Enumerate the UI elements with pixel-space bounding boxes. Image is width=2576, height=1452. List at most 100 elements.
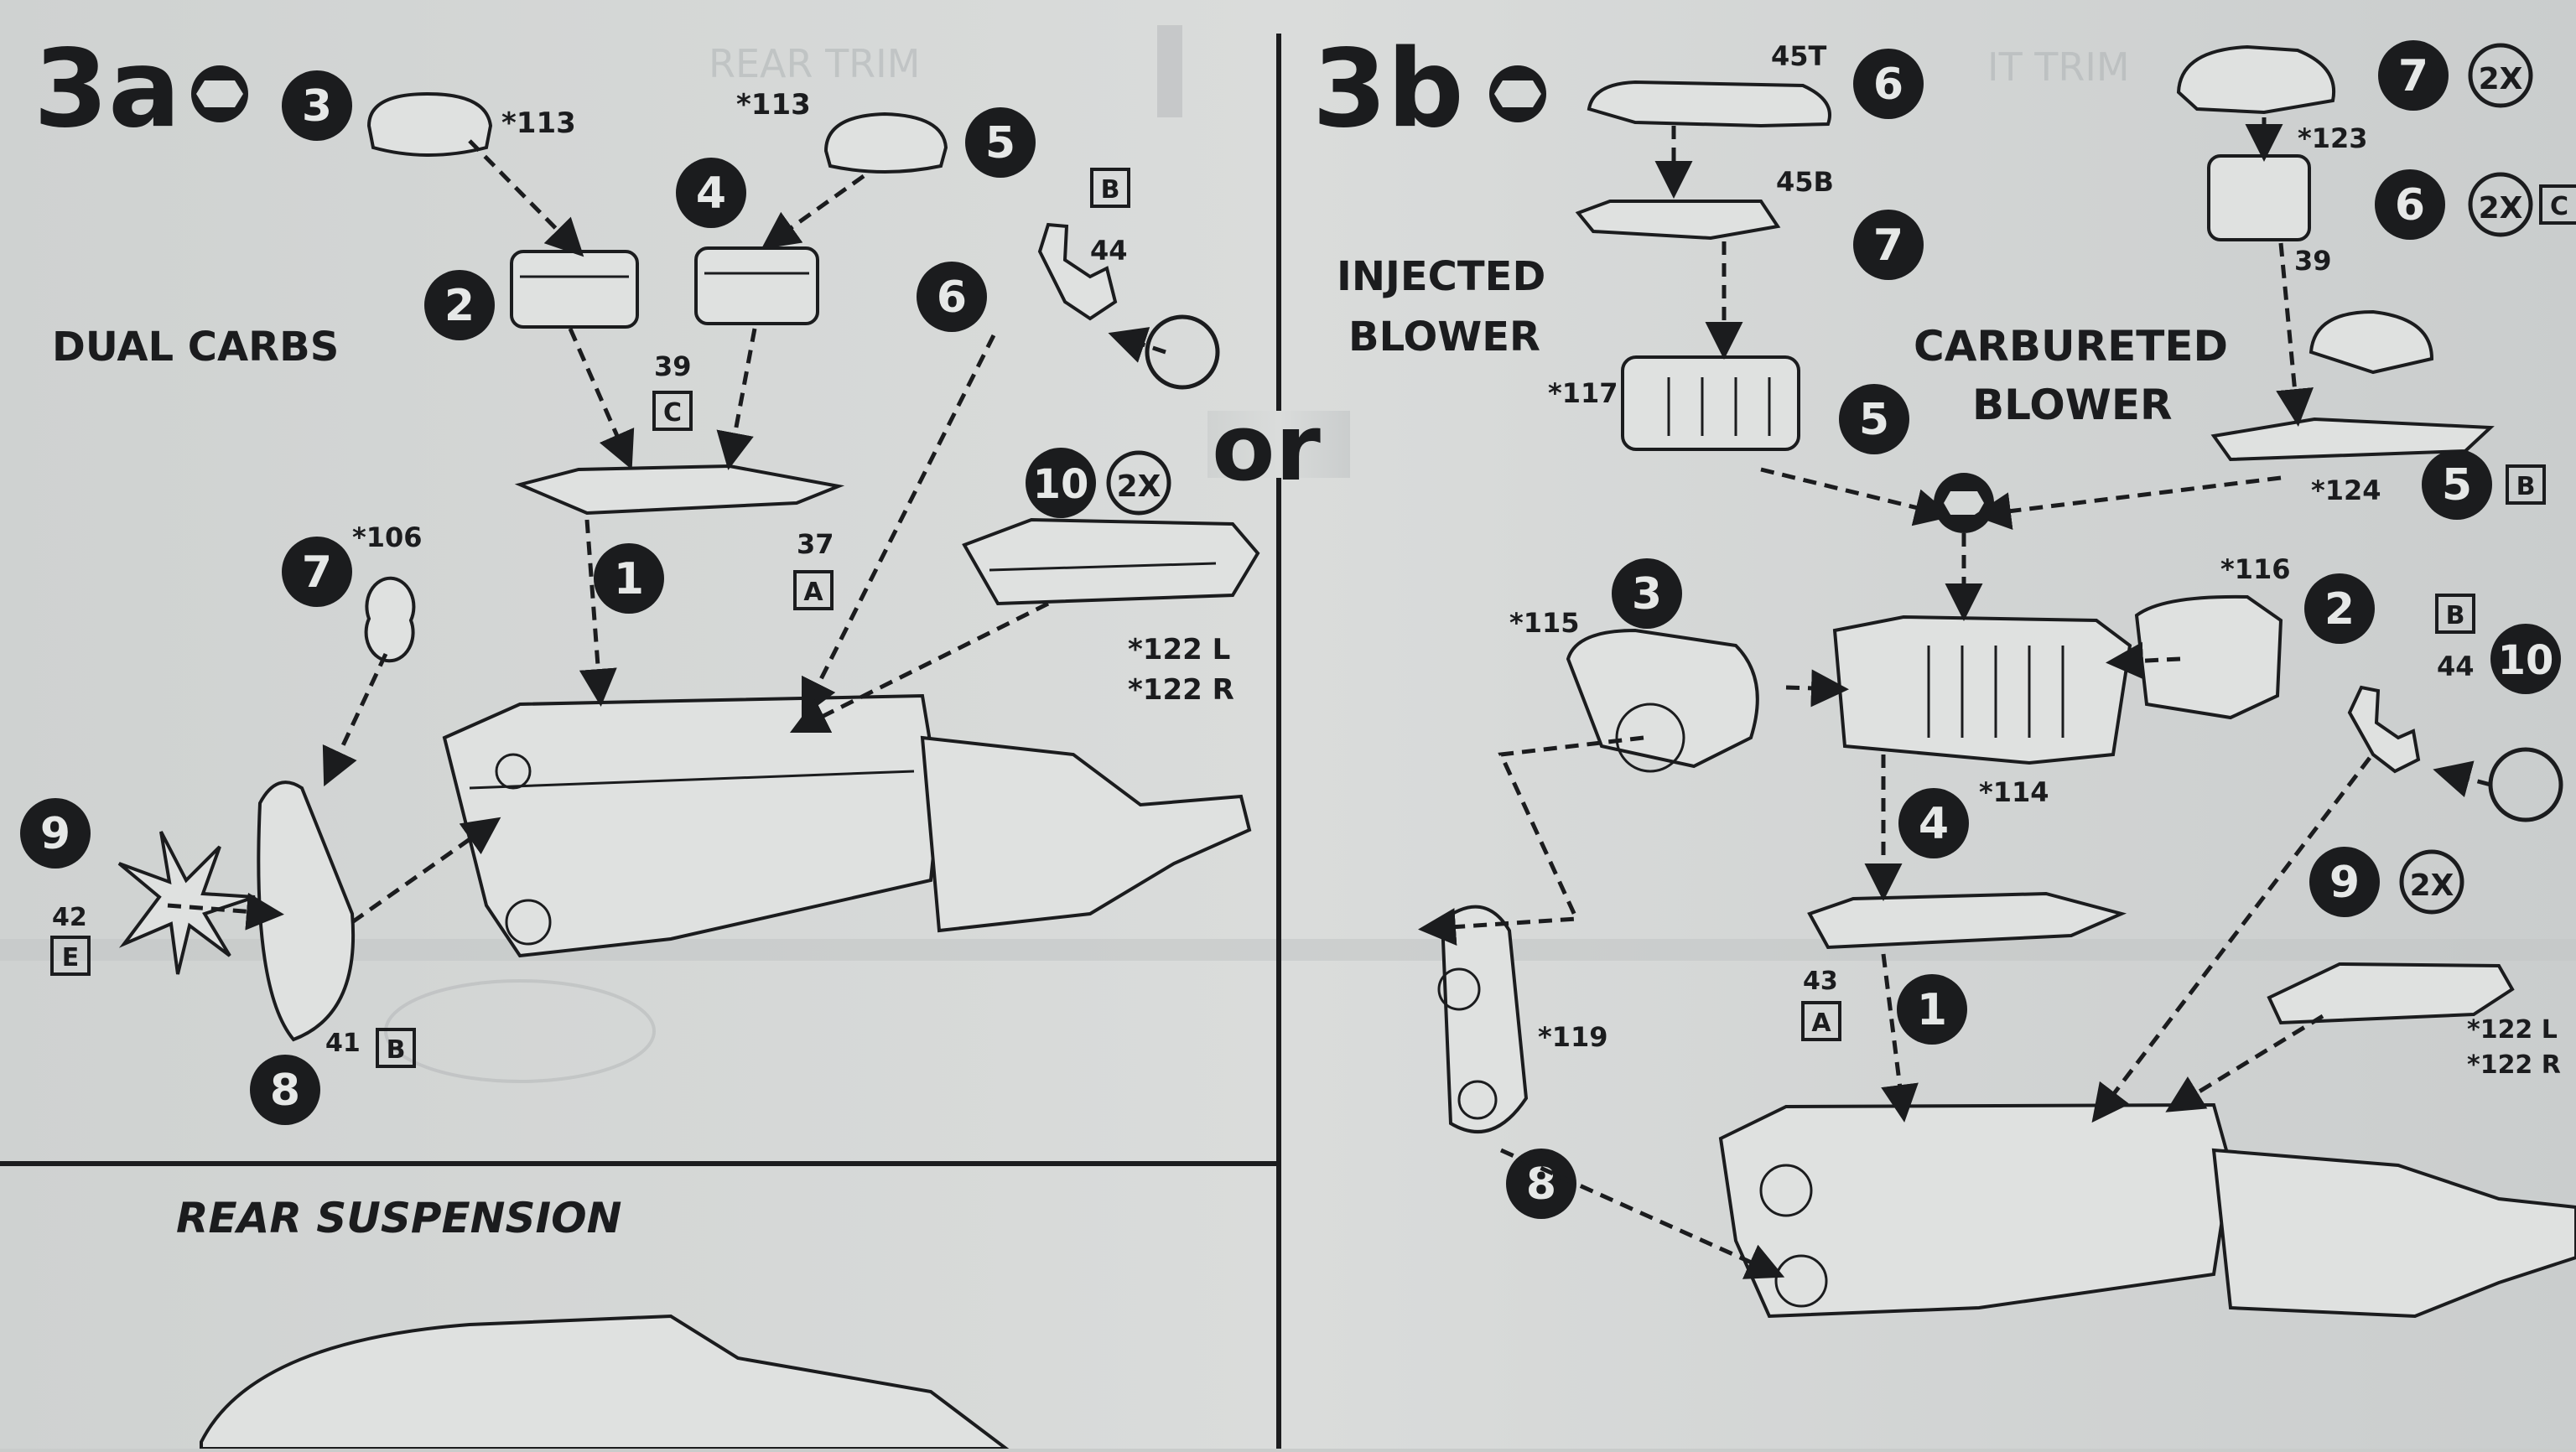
sprue-box-a: A <box>793 570 834 610</box>
svg-text:C: C <box>2550 192 2568 221</box>
qty-2x-badge: 2X <box>2468 43 2533 108</box>
engine-block-a <box>442 693 942 958</box>
step-3b-heading: 3b <box>1312 27 1464 152</box>
distributor-b <box>2347 685 2421 774</box>
svg-text:3: 3 <box>1632 569 1662 620</box>
scoop-top <box>1587 80 1831 128</box>
assembly-arrows-3b <box>1418 117 2491 1279</box>
step-3b: 3b INJECTED BLOWER CARBURETED BLOWER 6 4… <box>1312 27 2576 1319</box>
valve-cover-a <box>962 517 1260 606</box>
svg-text:6: 6 <box>937 272 967 323</box>
engine-icon <box>1489 65 1546 122</box>
sprue-box-b: B <box>1090 168 1130 208</box>
carb-air-cleaner <box>2176 44 2336 115</box>
badge-6: 6 <box>1853 49 1924 119</box>
svg-text:4: 4 <box>1919 799 1949 849</box>
sprue-box-a: A <box>1801 1001 1841 1041</box>
badge-9: 9 <box>2309 847 2380 917</box>
badge-8: 8 <box>1506 1149 1576 1219</box>
badge-2: 2 <box>424 270 495 340</box>
rear-suspension-title: REAR SUSPENSION <box>176 1194 622 1242</box>
svg-text:2X: 2X <box>2410 869 2454 903</box>
qty-2x-badge: 2X <box>1106 450 1171 516</box>
blower-case <box>1832 615 2132 765</box>
svg-text:A: A <box>1811 1009 1831 1038</box>
transmission-b <box>2211 1148 2576 1319</box>
ghost-text-right: IT TRIM <box>1987 44 2130 90</box>
svg-text:10: 10 <box>1033 461 1089 508</box>
svg-text:1: 1 <box>1917 985 1947 1035</box>
part-label: 43 <box>1803 967 1838 996</box>
badge-5: 5 <box>1839 384 1909 454</box>
part-label: *106 <box>352 521 423 553</box>
sprue-box-b2: B <box>2435 594 2475 634</box>
ghost-mark <box>1157 25 1182 117</box>
badge-10: 10 <box>1026 448 1096 518</box>
badge-5-b: 5 <box>2422 449 2492 520</box>
badge-6: 6 <box>917 262 987 332</box>
engine-icon <box>191 65 248 122</box>
valve-cover-b <box>2267 962 2515 1025</box>
timing-pulley-a <box>364 576 416 663</box>
badge-4: 4 <box>676 158 746 228</box>
svg-text:7: 7 <box>1873 220 1903 271</box>
scoop-base <box>1575 200 1781 241</box>
blower-manifold <box>1807 891 2127 950</box>
air-cleaner-right <box>823 111 948 174</box>
part-label: *122 R <box>2467 1050 2561 1080</box>
qty-2x-badge: 2X <box>2399 849 2464 915</box>
injected-title-2: BLOWER <box>1348 314 1540 360</box>
or-knockout <box>1208 411 1350 478</box>
step-3a-heading: 3a <box>34 27 180 152</box>
air-cleaner-left <box>366 91 493 157</box>
ghost-print: REAR TRIM IT TRIM <box>384 25 2130 1083</box>
svg-text:6: 6 <box>2395 180 2425 231</box>
svg-text:2X: 2X <box>2479 62 2523 96</box>
svg-text:2: 2 <box>2324 584 2355 635</box>
svg-text:5: 5 <box>2442 460 2472 511</box>
svg-text:8: 8 <box>270 1066 300 1116</box>
badge-9: 9 <box>20 798 91 869</box>
svg-text:6: 6 <box>1873 60 1903 110</box>
part-label: *122 L <box>1128 633 1230 666</box>
part-label: 45B <box>1776 166 1834 198</box>
svg-text:4: 4 <box>696 169 726 219</box>
sprue-box-b: B <box>2506 464 2546 505</box>
injector-hat <box>1621 355 1800 451</box>
svg-text:9: 9 <box>40 809 70 859</box>
part-label: *123 <box>2298 122 2368 154</box>
svg-text:B: B <box>2516 472 2536 501</box>
badge-7-b: 7 <box>2378 40 2449 111</box>
blower-drive-pulley <box>1566 628 1759 769</box>
part-label: *117 <box>1548 377 1618 409</box>
badge-3: 3 <box>1612 558 1682 629</box>
badge-5: 5 <box>965 107 1036 178</box>
part-label: *114 <box>1979 776 2049 808</box>
rear-suspension-frame <box>200 1314 1011 1450</box>
svg-text:7: 7 <box>2398 51 2428 101</box>
part-label: 39 <box>2294 245 2332 277</box>
badge-10: 10 <box>2490 624 2561 694</box>
svg-text:7: 7 <box>302 547 332 598</box>
badge-3: 3 <box>282 70 352 141</box>
timing-belt-b <box>1440 905 1529 1133</box>
sprue-box-c: C <box>2539 184 2576 225</box>
qty-2x-badge: 2X <box>2468 172 2533 237</box>
step-3b-parts <box>1440 44 2576 1319</box>
part-label: 39 <box>654 350 692 382</box>
carb-right <box>694 246 819 325</box>
part-label: 45T <box>1771 40 1827 72</box>
sprue-box-e: E <box>50 936 91 976</box>
part-label: 37 <box>797 528 834 560</box>
carb-left <box>510 250 639 329</box>
part-label: 44 <box>1090 235 1128 267</box>
part-label: *122 L <box>2467 1015 2558 1045</box>
part-label: 41 <box>325 1029 361 1058</box>
badge-1: 1 <box>1897 974 1967 1045</box>
svg-text:9: 9 <box>2329 858 2360 908</box>
svg-text:2: 2 <box>444 281 475 331</box>
step-3b-details <box>1437 377 2064 1308</box>
second-air-cleaner <box>2309 309 2434 375</box>
